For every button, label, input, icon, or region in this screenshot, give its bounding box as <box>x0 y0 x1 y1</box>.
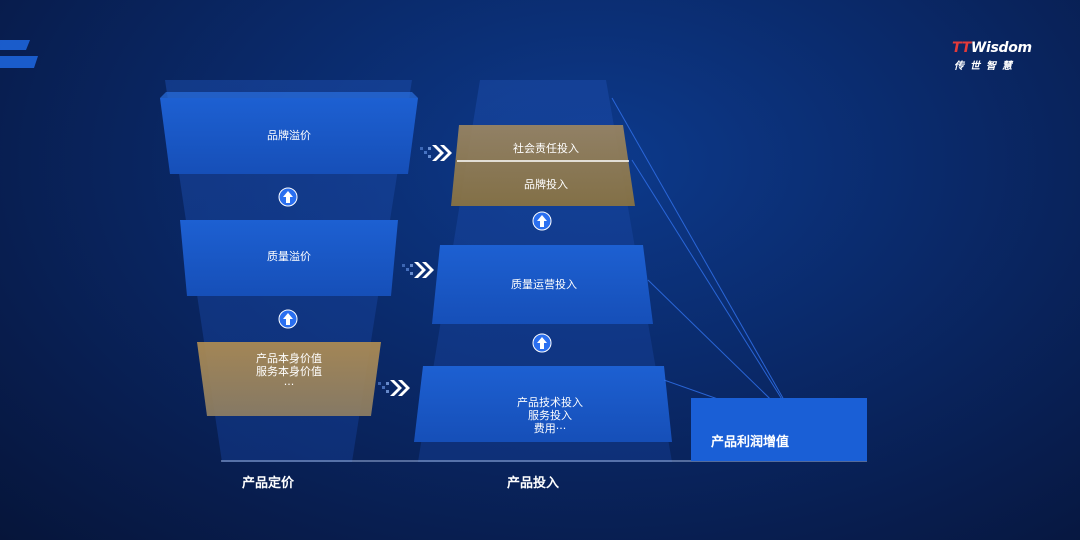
brand-logo: TTWisdom 传世智慧 <box>952 40 1042 72</box>
up-arrow-circle-icon <box>278 187 298 207</box>
pricing-tier-2-line-1: 质量溢价 <box>267 250 311 263</box>
double-chevron-right-icon <box>420 145 452 161</box>
investment-tier-4-label: 产品技术投入 服务投入 费用··· <box>487 396 613 435</box>
pricing-tier-3-line-3: ··· <box>283 378 295 391</box>
double-chevron-right-icon <box>378 380 410 396</box>
brand-logo-subtitle: 传世智慧 <box>954 61 1018 72</box>
pricing-axis-label: 产品定价 <box>242 476 295 491</box>
investment-axis-label: 产品投入 <box>507 476 560 491</box>
double-chevron-right-icon <box>402 262 434 278</box>
investment-tier-2-line-1: 品牌投入 <box>524 178 568 191</box>
investment-tier-4-line-3: 费用··· <box>533 422 567 435</box>
pricing-tier-3-line-1: 产品本身价值 <box>256 352 322 365</box>
brand-logo-white: Wisdom <box>970 40 1032 56</box>
pricing-tier-3-label: 产品本身价值 服务本身价值 ··· <box>229 352 349 391</box>
investment-tier-3-shape <box>414 366 672 442</box>
pricing-tier-2-shape <box>180 220 398 296</box>
up-arrow-circle-icon <box>278 309 298 329</box>
pricing-tier-3-line-2: 服务本身价值 <box>256 365 322 378</box>
investment-tier-3-line-1: 质量运营投入 <box>511 278 577 291</box>
investment-tier-1-shape <box>451 125 635 206</box>
pricing-tier-1-line-1: 品牌溢价 <box>267 129 311 142</box>
stripes-deco-icon <box>0 40 38 68</box>
brand-logo-red: TT <box>952 40 971 56</box>
investment-tier-1-line-1: 社会责任投入 <box>513 142 579 155</box>
pricing-tier-1-shape <box>160 98 418 174</box>
pricing-tier-3-shape <box>197 342 381 416</box>
profit-increase-label: 产品利润增值 <box>711 435 790 450</box>
investment-tier-2-shape <box>432 245 653 324</box>
pricing-tier-1-label: 品牌溢价 <box>229 129 349 142</box>
up-arrow-circle-icon <box>532 333 552 353</box>
investment-tier-2-label: 品牌投入 <box>483 178 609 191</box>
up-arrow-circle-icon <box>532 211 552 231</box>
investment-tier-1-label: 社会责任投入 <box>483 142 609 155</box>
investment-tier-4-line-1: 产品技术投入 <box>517 396 583 409</box>
brand-logo-title: TTWisdom <box>952 40 1032 56</box>
profit-increase-box: 产品利润增值 <box>691 398 867 461</box>
pricing-tier-2-label: 质量溢价 <box>229 250 349 263</box>
investment-tier-4-line-2: 服务投入 <box>528 409 572 422</box>
investment-tier-3-label: 质量运营投入 <box>481 278 607 291</box>
